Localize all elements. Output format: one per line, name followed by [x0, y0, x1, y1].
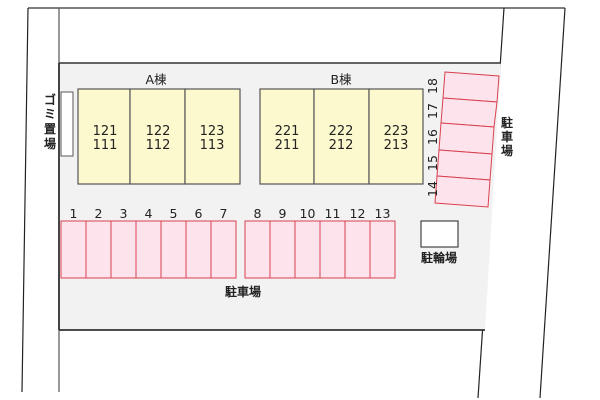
parking-space — [110, 220, 137, 279]
parking-space — [135, 220, 162, 279]
parking-label-char: 駐 — [501, 115, 513, 130]
parking-number: 15 — [425, 155, 440, 171]
parking-number: 2 — [95, 206, 103, 221]
trash-area-label: ゴ ミ 置 場 — [44, 92, 56, 151]
building-b: 221 211 222 212 223 213 — [259, 88, 424, 185]
parking-number: 3 — [120, 206, 128, 221]
parking-space — [85, 220, 112, 279]
parking-bottom-left: 1 2 3 4 5 6 7 — [60, 206, 237, 279]
unit-number-lower: 213 — [384, 138, 409, 153]
parking-space — [440, 97, 498, 128]
parking-space — [185, 220, 212, 279]
parking-number: 16 — [425, 129, 440, 145]
unit-cell — [77, 88, 131, 185]
parking-bottom-right: 8 9 10 11 12 13 — [244, 206, 396, 279]
parking-space — [269, 220, 296, 279]
parking-number: 7 — [220, 206, 228, 221]
bicycle-parking-label: 駐輪場 — [421, 250, 457, 265]
unit-number-upper: 122 — [146, 124, 171, 139]
unit-number-upper: 123 — [200, 124, 225, 139]
parking-right: 18 17 16 15 14 — [425, 71, 500, 208]
parking-number: 8 — [254, 206, 262, 221]
unit-number-upper: 223 — [384, 124, 409, 139]
unit-number-lower: 111 — [93, 138, 118, 153]
trash-area-box — [60, 91, 74, 157]
unit-number-upper: 221 — [275, 124, 300, 139]
parking-bottom-label: 駐車場 — [225, 284, 261, 299]
building-b-label: B棟 — [330, 72, 352, 87]
parking-number: 13 — [375, 206, 391, 221]
parking-number: 1 — [70, 206, 78, 221]
unit-number-upper: 121 — [93, 124, 118, 139]
parking-space — [344, 220, 371, 279]
parking-number: 4 — [145, 206, 153, 221]
parking-number: 5 — [170, 206, 178, 221]
parking-number: 11 — [325, 206, 341, 221]
unit-number-lower: 212 — [329, 138, 354, 153]
parking-space — [319, 220, 346, 279]
parking-space — [369, 220, 396, 279]
bicycle-parking-box — [420, 220, 459, 248]
trash-label-char: 場 — [44, 136, 56, 151]
right-road-outer-edge — [539, 7, 566, 399]
parking-number: 12 — [350, 206, 366, 221]
parking-space — [294, 220, 321, 279]
parking-label-char: 車 — [501, 129, 513, 144]
parking-space — [60, 220, 87, 279]
building-a: 121 111 122 112 123 113 — [77, 88, 241, 185]
left-road-outer-edge — [21, 7, 29, 393]
parking-right-label: 駐 車 場 — [501, 115, 513, 158]
unit-cell — [259, 88, 315, 185]
trash-label-char: ミ — [44, 107, 56, 121]
unit-cell — [184, 88, 241, 185]
building-a-label: A棟 — [145, 72, 167, 87]
unit-number-lower: 112 — [146, 138, 171, 153]
parking-number: 6 — [195, 206, 203, 221]
parking-space — [244, 220, 271, 279]
parking-space — [438, 122, 495, 155]
parking-number: 14 — [425, 181, 440, 197]
parking-space — [434, 175, 491, 208]
parking-space — [442, 71, 500, 103]
parking-space — [436, 149, 493, 181]
unit-number-lower: 113 — [200, 138, 225, 153]
parking-label-char: 場 — [501, 143, 513, 158]
trash-label-char: 置 — [44, 122, 56, 136]
trash-label-char: ゴ — [44, 92, 56, 107]
parking-number: 10 — [300, 206, 316, 221]
parking-space — [160, 220, 187, 279]
parking-number: 9 — [279, 206, 287, 221]
parking-space — [210, 220, 237, 279]
parking-number: 18 — [425, 78, 440, 94]
unit-number-lower: 211 — [275, 138, 300, 153]
unit-cell — [368, 88, 424, 185]
parking-number: 17 — [425, 103, 440, 119]
unit-number-upper: 222 — [329, 124, 354, 139]
